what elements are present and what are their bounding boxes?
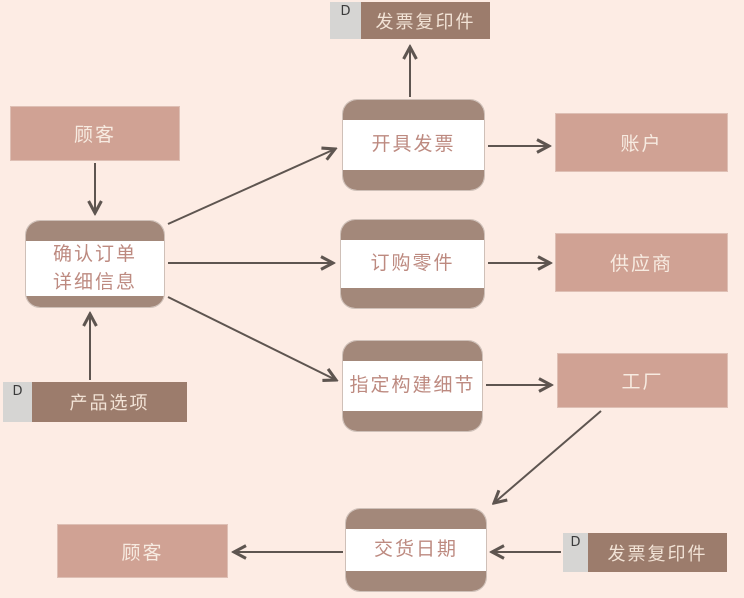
data-store-invoice-copy-bottom[interactable]: D 发票复印件 bbox=[563, 533, 727, 572]
entity-label: 顾客 bbox=[121, 541, 164, 564]
process-issue-invoice[interactable]: 开具发票 bbox=[342, 99, 485, 191]
process-bar-bottom bbox=[343, 411, 482, 431]
process-label: 交货日期 bbox=[373, 538, 458, 561]
process-bar-top bbox=[343, 100, 484, 120]
process-specify-build-details[interactable]: 指定构建细节 bbox=[342, 340, 483, 432]
process-bar-bottom bbox=[346, 571, 486, 591]
data-store-tag: D bbox=[563, 533, 588, 572]
entity-label: 供应商 bbox=[609, 253, 673, 275]
entity-label: 工厂 bbox=[621, 371, 664, 393]
external-entity-customer-bottom[interactable]: 顾客 bbox=[57, 524, 228, 578]
data-store-label: 发票复印件 bbox=[361, 2, 490, 39]
process-bar-top bbox=[346, 509, 486, 529]
data-store-product-options[interactable]: D 产品选项 bbox=[3, 382, 187, 422]
external-entity-account[interactable]: 账户 bbox=[555, 113, 728, 172]
process-order-parts[interactable]: 订购零件 bbox=[340, 219, 485, 309]
process-label: 确认订单 详细信息 bbox=[52, 243, 137, 293]
process-label: 开具发票 bbox=[371, 133, 456, 156]
data-store-label: 发票复印件 bbox=[588, 533, 727, 572]
data-store-label: 产品选项 bbox=[32, 382, 187, 422]
entity-label: 顾客 bbox=[73, 124, 116, 146]
entity-label: 账户 bbox=[620, 133, 663, 155]
process-delivery-date[interactable]: 交货日期 bbox=[345, 508, 487, 592]
data-store-tag: D bbox=[3, 382, 32, 422]
process-bar-top bbox=[341, 220, 484, 240]
arrow-confirm-order-to-issue-invoice bbox=[167, 149, 335, 225]
arrow-confirm-order-to-specify-build bbox=[167, 296, 336, 380]
external-entity-supplier[interactable]: 供应商 bbox=[555, 233, 728, 292]
external-entity-factory[interactable]: 工厂 bbox=[557, 353, 728, 408]
data-store-invoice-copy-top[interactable]: D 发票复印件 bbox=[330, 2, 490, 39]
process-confirm-order-details[interactable]: 确认订单 详细信息 bbox=[25, 220, 165, 308]
process-bar-bottom bbox=[26, 296, 164, 307]
process-bar-bottom bbox=[341, 288, 484, 308]
data-store-tag: D bbox=[330, 2, 361, 39]
process-bar-bottom bbox=[343, 170, 484, 190]
external-entity-customer-top[interactable]: 顾客 bbox=[10, 106, 180, 161]
process-label: 指定构建细节 bbox=[349, 374, 476, 397]
process-label: 订购零件 bbox=[370, 252, 455, 275]
process-bar-top bbox=[26, 221, 164, 241]
process-bar-top bbox=[343, 341, 482, 361]
arrow-factory-to-delivery-date bbox=[494, 410, 602, 503]
